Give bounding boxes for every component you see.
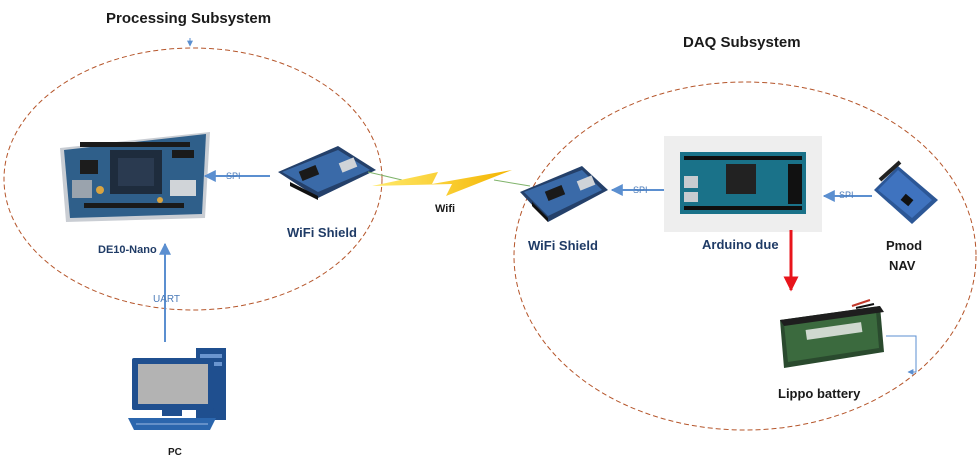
lippo-battery <box>780 299 884 368</box>
wifi-link-line-right <box>493 179 531 187</box>
spi-label-arduino: SPI <box>633 185 648 195</box>
pmod-nav-label-line1: Pmod <box>886 238 922 253</box>
daq-subsystem-title: DAQ Subsystem <box>683 34 801 51</box>
spi-label-pmod: SPI <box>839 190 854 200</box>
wifi-shield-right-label: WiFi Shield <box>528 238 598 253</box>
wifi-label: Wifi <box>435 203 455 215</box>
wifi-shield-left-label: WiFi Shield <box>287 225 357 240</box>
pc-label: PC <box>168 447 182 458</box>
processing-subsystem-title: Processing Subsystem <box>106 10 271 27</box>
processing-subsystem-boundary <box>3 47 383 311</box>
arduino-due-board <box>664 136 822 232</box>
spi-label-left: SPI <box>226 171 241 181</box>
de10-nano-board <box>60 132 210 222</box>
wifi-shield-left <box>278 146 376 200</box>
wifi-shield-right <box>520 166 608 222</box>
battery-wire <box>886 335 917 375</box>
pmod-nav-module <box>874 160 938 224</box>
daq-subsystem-boundary <box>513 81 977 431</box>
uart-label: UART <box>153 294 180 305</box>
pc-icon <box>128 348 226 430</box>
lippo-battery-label: Lippo battery <box>778 386 861 401</box>
pmod-nav-label-line2: NAV <box>889 258 916 273</box>
wifi-link-line-left <box>367 171 403 181</box>
de10-nano-label: DE10-Nano <box>98 244 157 256</box>
arduino-due-label: Arduino due <box>702 237 779 252</box>
lightning-bolt-icon <box>372 170 512 196</box>
